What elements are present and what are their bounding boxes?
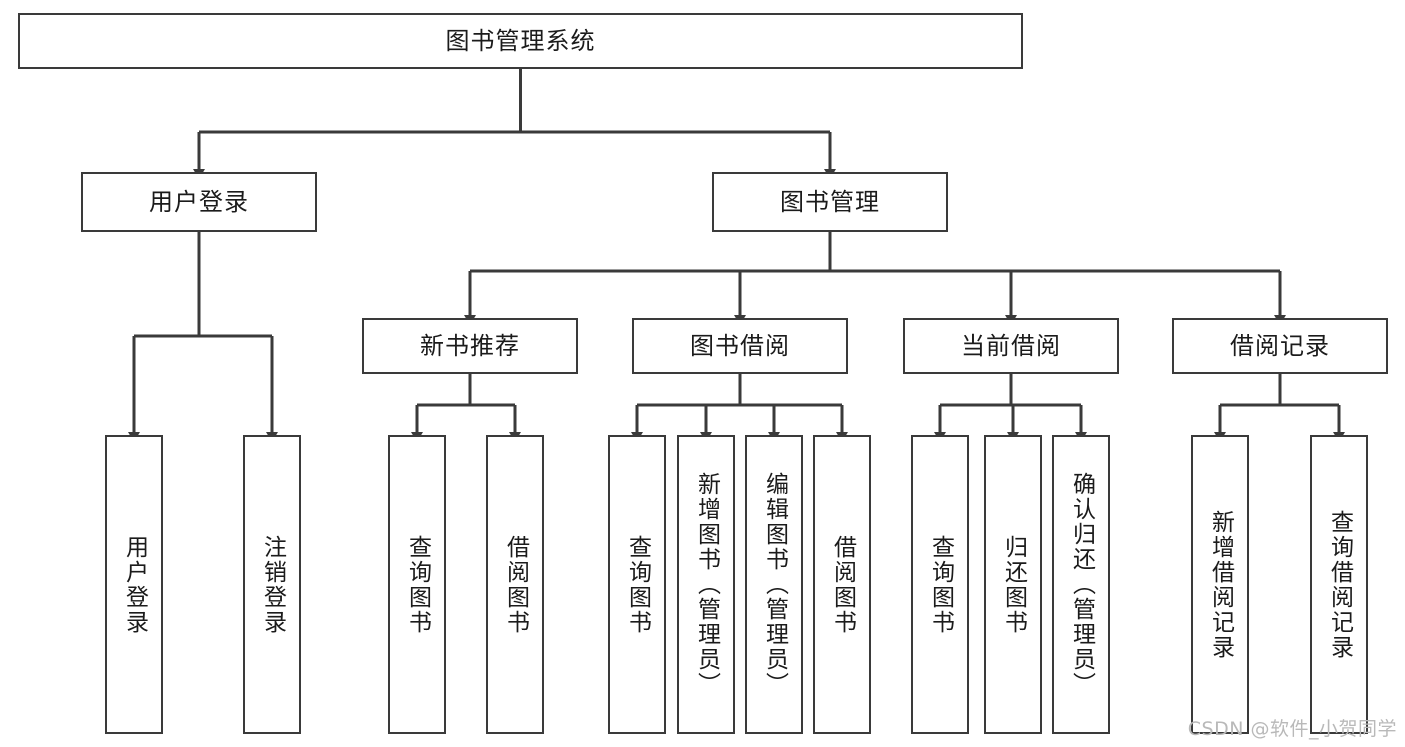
node-l2-book[interactable]: 图书管理 xyxy=(712,172,948,232)
node-leaf-user-login[interactable]: 用户登录 xyxy=(105,435,163,734)
node-label: 确认归还（管理员） xyxy=(1068,472,1095,697)
node-label: 图书管理系统 xyxy=(445,27,596,55)
node-leaf-c-return[interactable]: 归还图书 xyxy=(984,435,1042,734)
node-leaf-b-add[interactable]: 新增图书（管理员） xyxy=(677,435,735,734)
node-leaf-b-borrow[interactable]: 借阅图书 xyxy=(813,435,871,734)
node-label: 查询借阅记录 xyxy=(1326,509,1353,660)
node-label: 编辑图书（管理员） xyxy=(761,472,788,697)
node-leaf-c-query[interactable]: 查询图书 xyxy=(911,435,969,734)
node-l2-user[interactable]: 用户登录 xyxy=(81,172,317,232)
node-l3-newbook[interactable]: 新书推荐 xyxy=(362,318,578,374)
node-label: 注销登录 xyxy=(259,534,286,635)
node-leaf-r-add[interactable]: 新增借阅记录 xyxy=(1191,435,1249,734)
node-leaf-r-query[interactable]: 查询借阅记录 xyxy=(1310,435,1368,734)
node-label: 用户登录 xyxy=(149,188,249,216)
node-label: 新增图书（管理员） xyxy=(693,472,720,697)
node-leaf-b-query[interactable]: 查询图书 xyxy=(608,435,666,734)
node-label: 图书管理 xyxy=(780,188,880,216)
node-label: 借阅记录 xyxy=(1230,332,1330,360)
node-label: 当前借阅 xyxy=(961,332,1061,360)
node-leaf-new-query[interactable]: 查询图书 xyxy=(388,435,446,734)
node-label: 新增借阅记录 xyxy=(1207,509,1234,660)
node-label: 查询图书 xyxy=(624,534,651,635)
node-leaf-user-logout[interactable]: 注销登录 xyxy=(243,435,301,734)
node-label: 借阅图书 xyxy=(829,534,856,635)
node-label: 用户登录 xyxy=(121,534,148,635)
node-label: 查询图书 xyxy=(927,534,954,635)
node-l3-borrow[interactable]: 图书借阅 xyxy=(632,318,848,374)
node-label: 查询图书 xyxy=(404,534,431,635)
node-leaf-c-confirm[interactable]: 确认归还（管理员） xyxy=(1052,435,1110,734)
node-l3-current[interactable]: 当前借阅 xyxy=(903,318,1119,374)
node-label: 归还图书 xyxy=(1000,534,1027,635)
node-leaf-new-borrow[interactable]: 借阅图书 xyxy=(486,435,544,734)
node-label: 新书推荐 xyxy=(420,332,520,360)
node-l3-record[interactable]: 借阅记录 xyxy=(1172,318,1388,374)
node-leaf-b-edit[interactable]: 编辑图书（管理员） xyxy=(745,435,803,734)
node-label: 图书借阅 xyxy=(690,332,790,360)
node-label: 借阅图书 xyxy=(502,534,529,635)
node-root[interactable]: 图书管理系统 xyxy=(18,13,1023,69)
